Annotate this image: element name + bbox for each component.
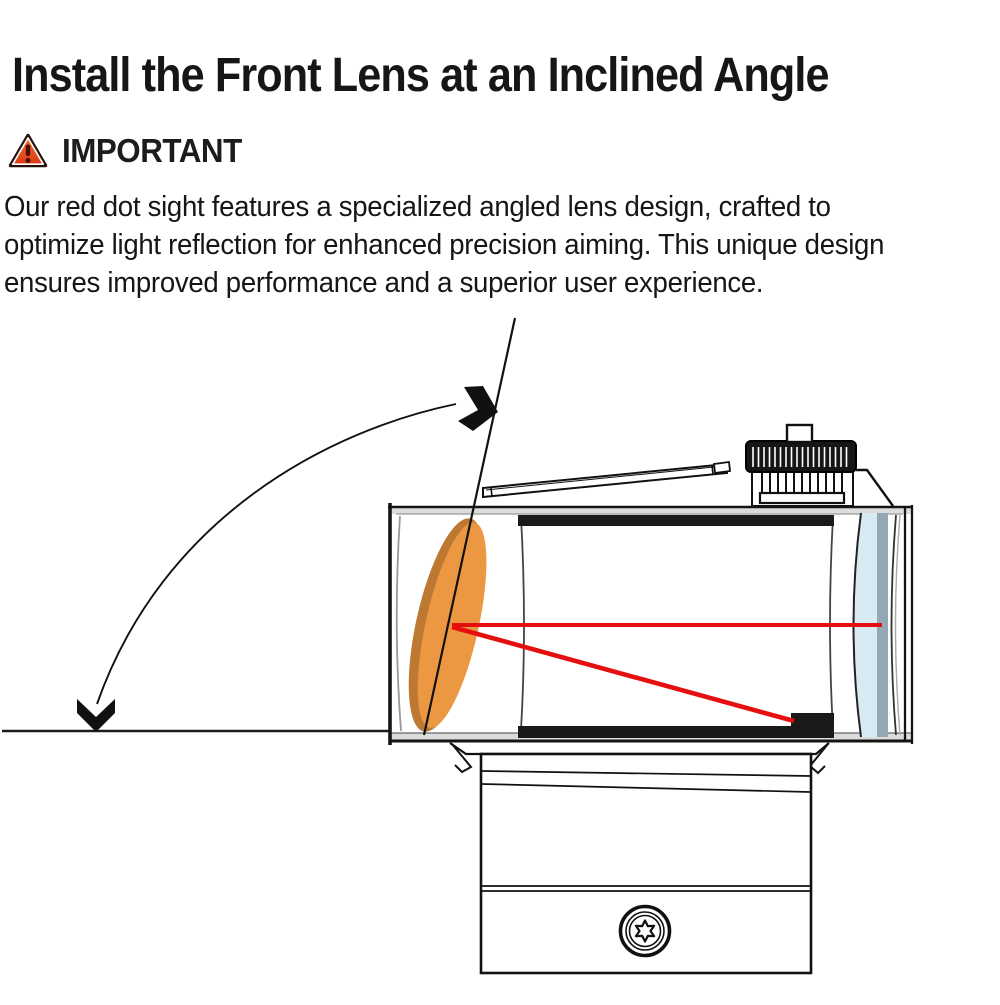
lens-axis-line	[422, 317, 517, 736]
body-text: Our red dot sight features a specialized…	[4, 188, 1000, 302]
housing-top-wall	[390, 506, 913, 514]
body-text-line: Our red dot sight features a specialized…	[4, 191, 831, 223]
mount-assembly	[449, 742, 830, 975]
angle-arc	[96, 403, 457, 705]
warning-triangle-icon	[8, 133, 48, 169]
mount-jaw-left	[451, 743, 473, 774]
arc-arrowhead-bottom	[77, 699, 115, 732]
turret-cap-knurl	[752, 447, 848, 467]
important-notice: IMPORTANT	[8, 132, 251, 170]
led-emitter-block	[791, 713, 834, 738]
laser-beam-diagonal	[451, 624, 795, 724]
inner-wall-front	[395, 515, 402, 732]
turret-base-plate	[758, 491, 846, 505]
torx-screw	[618, 904, 672, 958]
mount-jaw-right	[808, 743, 829, 775]
sight-diagram	[0, 310, 1000, 1000]
housing-rear-step	[856, 468, 894, 507]
upper-baffle-bar	[518, 515, 834, 526]
turret-top-tab	[785, 423, 814, 444]
page-title: Install the Front Lens at an Inclined An…	[12, 49, 829, 103]
body-text-line: optimize light reflection for enhanced p…	[4, 229, 885, 261]
elevation-turret	[745, 423, 857, 507]
turret-pedestal-knurl	[761, 472, 843, 493]
torx-star	[634, 919, 656, 943]
housing-rear-edge	[903, 505, 914, 744]
body-text-line: ensures improved performance and a super…	[4, 267, 764, 299]
diagram-svg	[2, 317, 914, 975]
arc-arrowhead-top	[458, 386, 498, 431]
mount-transition	[449, 742, 830, 756]
important-label: IMPORTANT	[62, 132, 242, 169]
turret-cap	[745, 440, 857, 473]
top-lever-bar	[482, 460, 731, 499]
lower-baffle-bar	[518, 726, 794, 738]
